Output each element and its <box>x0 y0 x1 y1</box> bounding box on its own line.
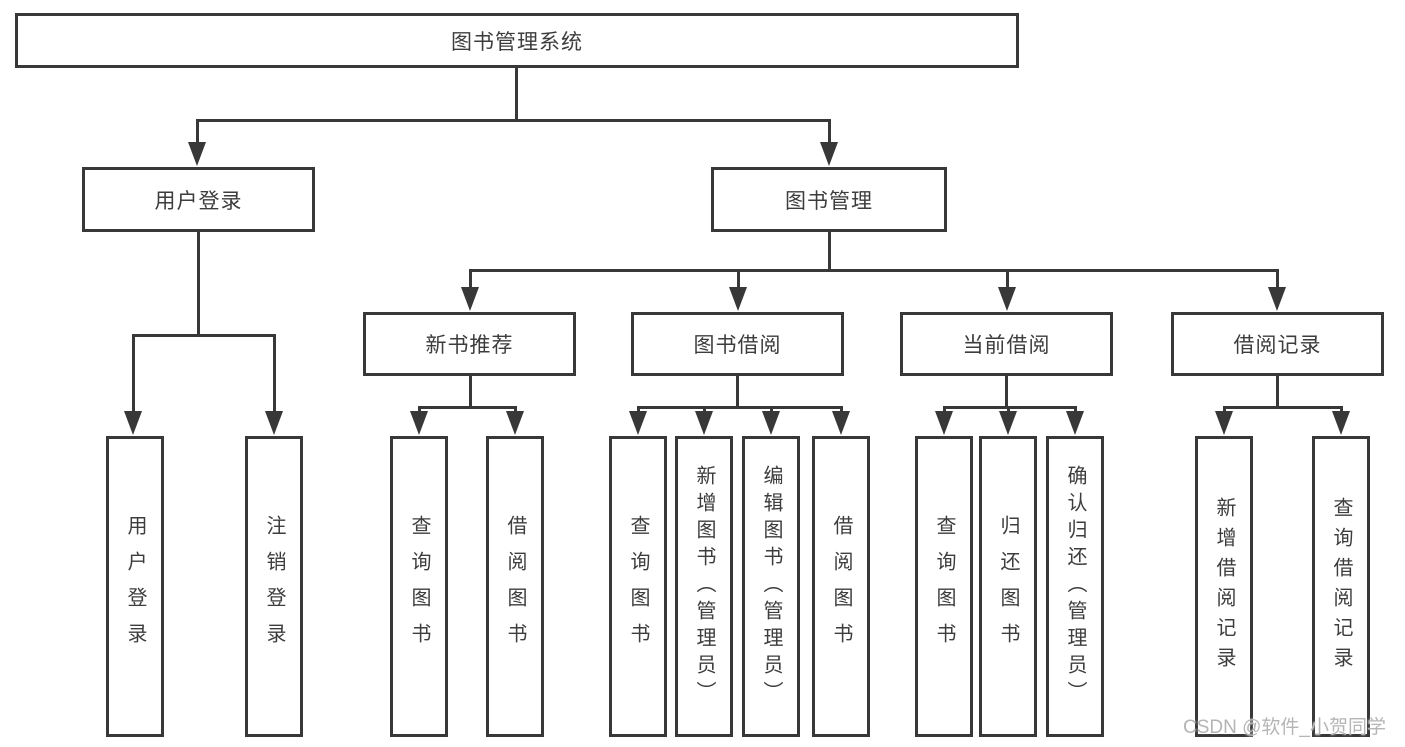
arrowhead-icon <box>410 411 428 435</box>
csdn-watermark: CSDN @软件_小贺同学 <box>1183 717 1386 738</box>
node-label: 图书借阅 <box>693 334 782 357</box>
node-label: 编辑图书（管理员） <box>760 465 782 708</box>
arrowhead-icon <box>832 411 850 435</box>
leaf-query-books-2: 查询图书 <box>609 436 667 737</box>
connector-line <box>1276 269 1279 294</box>
arrowhead-icon <box>1215 411 1233 435</box>
connector-line <box>1006 269 1009 294</box>
node-label: 查询图书 <box>933 514 955 659</box>
leaf-add-book-admin: 新增图书（管理员） <box>675 436 733 737</box>
node-label: 借阅记录 <box>1233 334 1322 357</box>
leaf-query-borrow-record: 查询借阅记录 <box>1312 436 1370 737</box>
connector-line <box>469 269 1278 272</box>
arrowhead-icon <box>762 411 780 435</box>
connector-line <box>273 334 276 418</box>
leaf-query-books-1: 查询图书 <box>390 436 448 737</box>
node-label: 注销登录 <box>263 514 285 659</box>
arrowhead-icon <box>188 142 206 166</box>
node-label: 用户登录 <box>124 514 146 659</box>
node-library-system: 图书管理系统 <box>15 13 1019 68</box>
leaf-logout: 注销登录 <box>245 436 303 737</box>
connector-line <box>515 68 518 121</box>
node-label: 确认归还（管理员） <box>1064 465 1086 708</box>
node-label: 当前借阅 <box>962 334 1051 357</box>
node-book-management: 图书管理 <box>711 167 947 232</box>
connector-line <box>737 269 740 294</box>
arrowhead-icon <box>729 287 747 311</box>
leaf-query-books-3: 查询图书 <box>915 436 973 737</box>
node-current-borrow: 当前借阅 <box>900 312 1113 376</box>
connector-line <box>132 334 275 337</box>
connector-line <box>469 269 472 294</box>
node-label: 查询借阅记录 <box>1330 496 1352 677</box>
connector-line <box>1005 376 1008 408</box>
node-label: 图书管理 <box>785 189 873 213</box>
arrowhead-icon <box>1268 287 1286 311</box>
connector-line <box>418 406 517 409</box>
leaf-edit-book-admin: 编辑图书（管理员） <box>742 436 800 737</box>
connector-line <box>1276 376 1279 408</box>
node-label: 归还图书 <box>997 514 1019 659</box>
leaf-confirm-return-admin: 确认归还（管理员） <box>1046 436 1104 737</box>
node-borrow-records: 借阅记录 <box>1171 312 1384 376</box>
node-book-borrow: 图书借阅 <box>631 312 844 376</box>
connector-line <box>828 232 831 271</box>
connector-line <box>1223 406 1342 409</box>
connector-line <box>196 119 830 122</box>
arrowhead-icon <box>998 287 1016 311</box>
node-user-login: 用户登录 <box>82 167 315 232</box>
arrowhead-icon <box>1332 411 1350 435</box>
arrowhead-icon <box>999 411 1017 435</box>
node-label: 查询图书 <box>408 514 430 659</box>
node-label: 新书推荐 <box>425 334 514 357</box>
arrowhead-icon <box>506 411 524 435</box>
node-label: 借阅图书 <box>830 514 852 659</box>
connector-line <box>469 376 472 408</box>
connector-line <box>828 119 831 150</box>
arrowhead-icon <box>124 411 142 435</box>
arrowhead-icon <box>461 287 479 311</box>
node-label: 图书管理系统 <box>451 30 583 54</box>
connector-line <box>196 119 199 150</box>
leaf-borrow-books-1: 借阅图书 <box>486 436 544 737</box>
arrowhead-icon <box>629 411 647 435</box>
connector-line <box>637 406 842 409</box>
arrowhead-icon <box>1066 411 1084 435</box>
leaf-user-login: 用户登录 <box>106 436 164 737</box>
arrowhead-icon <box>935 411 953 435</box>
arrowhead-icon <box>695 411 713 435</box>
arrowhead-icon <box>265 411 283 435</box>
arrowhead-icon <box>820 142 838 166</box>
connector-line <box>132 334 135 418</box>
node-label: 查询图书 <box>627 514 649 659</box>
node-new-book-recommend: 新书推荐 <box>363 312 576 376</box>
leaf-return-book: 归还图书 <box>979 436 1037 737</box>
node-label: 借阅图书 <box>504 514 526 659</box>
node-label: 新增图书（管理员） <box>693 465 715 708</box>
connector-line <box>736 376 739 408</box>
node-label: 新增借阅记录 <box>1213 496 1235 677</box>
node-label: 用户登录 <box>154 189 243 213</box>
leaf-borrow-books-2: 借阅图书 <box>812 436 870 737</box>
leaf-add-borrow-record: 新增借阅记录 <box>1195 436 1253 737</box>
connector-line <box>197 232 200 336</box>
